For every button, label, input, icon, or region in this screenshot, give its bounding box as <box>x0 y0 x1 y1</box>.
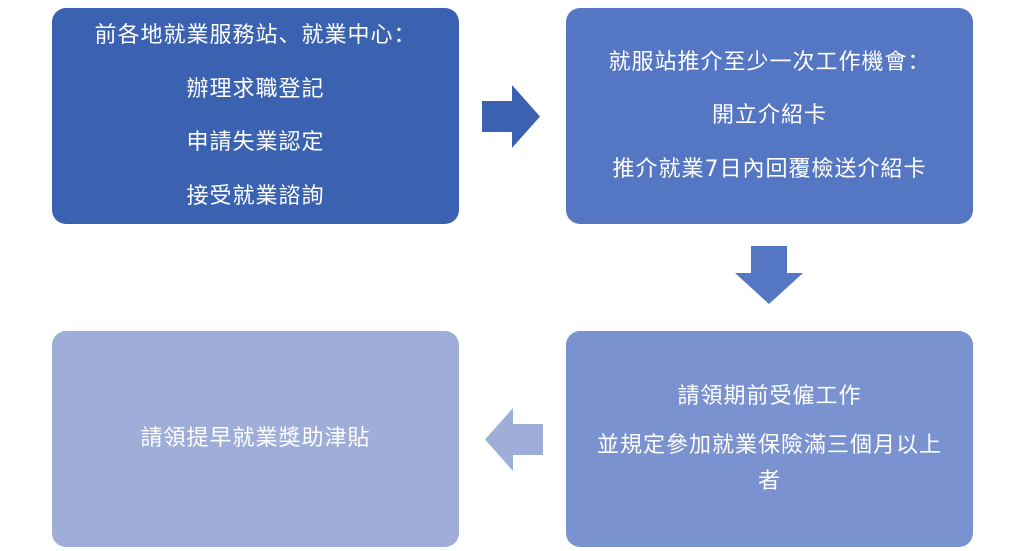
step-2-item-1: 開立介紹卡 <box>711 103 827 129</box>
step-2-title: 就服站推介至少一次工作機會： <box>608 49 931 75</box>
arrow-down-icon <box>735 246 803 304</box>
flow-step-1-box: 前各地就業服務站、就業中心： 辦理求職登記 申請失業認定 接受就業諮詢 <box>52 8 459 224</box>
flow-step-4-box: 請領提早就業獎助津貼 <box>52 331 459 547</box>
flow-step-2-box: 就服站推介至少一次工作機會： 開立介紹卡 推介就業7日內回覆檢送介紹卡 <box>566 8 973 224</box>
step-1-title: 前各地就業服務站、就業中心： <box>94 23 417 48</box>
arrow-right-icon <box>482 85 540 148</box>
flow-step-3-box: 請領期前受僱工作 並規定參加就業保險滿三個月以上 者 <box>566 331 973 547</box>
step-1-item-2: 申請失業認定 <box>186 130 325 155</box>
step-3-item-1: 並規定參加就業保險滿三個月以上 <box>596 433 942 459</box>
arrow-left-icon <box>485 408 543 471</box>
step-1-item-3: 接受就業諮詢 <box>186 183 325 209</box>
step-4-title: 請領提早就業獎助津貼 <box>140 426 371 452</box>
step-2-item-2: 推介就業7日內回覆檢送介紹卡 <box>612 156 927 182</box>
step-1-item-1: 辦理求職登記 <box>186 76 325 102</box>
step-3-item-2: 者 <box>757 468 781 494</box>
step-3-title: 請領期前受僱工作 <box>677 383 862 409</box>
